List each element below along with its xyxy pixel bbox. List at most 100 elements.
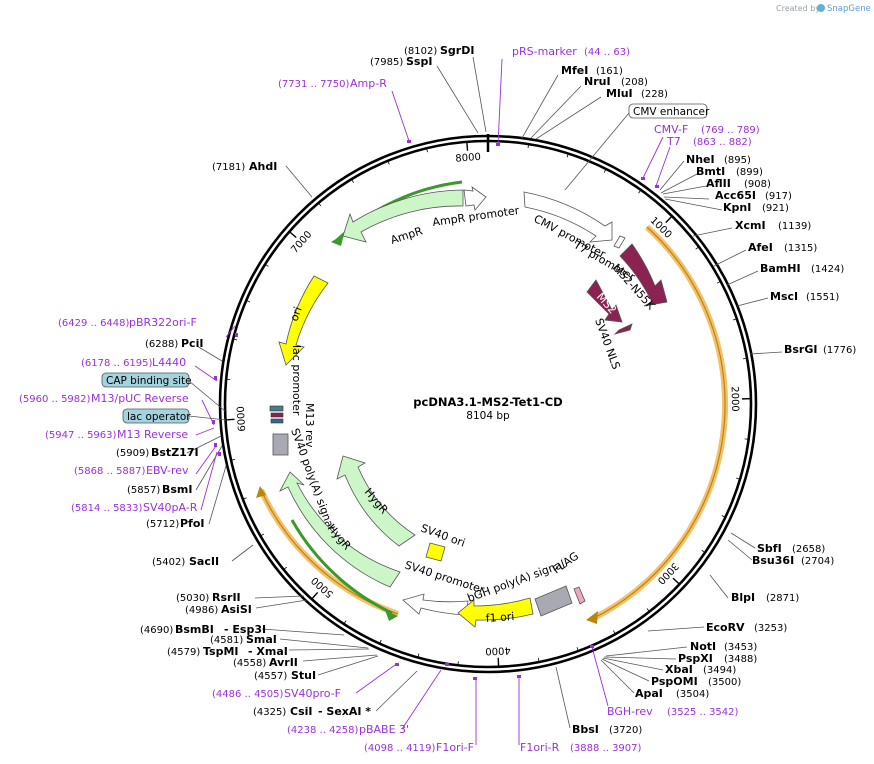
lac-operator-badge[interactable]: lac operator [122,408,191,424]
svg-text:(4579): (4579) [167,647,200,658]
svg-text:(4986): (4986) [185,605,218,616]
ampr-promoter-arrow[interactable] [463,186,487,211]
svg-text:pBABE 3': pBABE 3' [359,723,409,736]
svg-text:PciI: PciI [181,337,203,350]
ms2-arrow[interactable] [586,279,623,323]
cmv-enhancer-badge[interactable]: CMV enhancer [628,103,710,119]
svg-text:CMV enhancer: CMV enhancer [633,106,710,118]
svg-text:(6288): (6288) [145,339,178,350]
svg-text:BsrGI: BsrGI [784,343,817,356]
m13-rev-label: M13 rev [303,403,316,448]
cmv-promoter-arrow[interactable] [523,191,613,243]
svg-text:T7: T7 [666,135,681,148]
flag-label: FLAG [550,549,581,576]
minor-tick [638,189,642,194]
svg-text:AhdI: AhdI [249,160,277,173]
svg-text:(3720): (3720) [609,725,642,736]
f1-ori-arrow[interactable] [457,597,534,628]
svg-text:AvrII: AvrII [269,656,298,669]
ori-label: ori [288,305,305,323]
svg-text:(7181): (7181) [212,162,245,173]
sv40-promoter-arrow[interactable] [402,593,469,616]
svg-text:CsiI: CsiI [290,705,312,718]
lac-promoter-box[interactable] [269,405,284,412]
snapgene-logo-icon [817,4,825,12]
svg-text:SacII: SacII [189,555,219,568]
svg-text:SV40pro-F: SV40pro-F [284,687,341,700]
minor-tick [695,246,700,250]
svg-text:(4325): (4325) [253,707,286,718]
svg-text:(2704): (2704) [801,556,834,567]
svg-text:(8102): (8102) [404,46,437,57]
svg-text:(899): (899) [736,167,763,178]
minor-tick [646,608,650,612]
m13-rev-box[interactable] [270,412,284,418]
svg-text:L4440: L4440 [152,356,186,369]
green-line-top-head [331,234,344,246]
svg-text:EcoRV: EcoRV [706,621,745,634]
svg-text:RsrII: RsrII [212,591,241,604]
cap-binding-site-badge[interactable]: CAP binding site [101,372,192,388]
svg-text:SspI: SspI [406,55,432,68]
hygr-inner-arrow[interactable] [336,455,416,547]
svg-text:(3253): (3253) [754,623,787,634]
lac-operator-box[interactable] [270,418,284,424]
svg-text:(7731 .. 7750): (7731 .. 7750) [278,79,350,90]
svg-text:lac operator: lac operator [127,411,191,423]
ampr-arrow[interactable] [342,189,464,243]
svg-text:(2871): (2871) [766,593,799,604]
svg-text:(4558): (4558) [233,658,266,669]
sv40-polya-left-box[interactable] [272,433,289,456]
primer-labels: pRS-marker (44 .. 63) (7731 .. 7750) Amp… [19,45,760,754]
svg-text:SbfI: SbfI [757,542,782,555]
svg-text:pBR322ori-F: pBR322ori-F [129,316,197,329]
svg-text:(921): (921) [762,203,789,214]
svg-text:(228): (228) [641,89,668,100]
svg-text:BmtI: BmtI [696,165,725,178]
primer-markers [212,140,659,680]
ms2-n55k-arrow[interactable] [619,243,668,307]
enzyme-leaders [186,56,783,729]
tick-label-4000: 4000 [485,644,511,656]
svg-text:(3500): (3500) [708,677,741,688]
svg-text:AflII: AflII [706,177,731,190]
bgh-polya-box[interactable] [534,585,573,617]
svg-text:NotI: NotI [690,640,716,653]
hygr-outer-arrow[interactable] [279,471,401,588]
svg-text:SmaI: SmaI [246,633,277,646]
svg-text:CAP binding site: CAP binding site [106,375,192,387]
sv40-ori-box[interactable] [425,542,446,562]
ampr-label: AmpR [389,224,425,247]
svg-text:(3504): (3504) [676,689,709,700]
svg-text:TspMI: TspMI [203,645,239,658]
minor-tick [351,179,354,183]
t7-promoter-arrow[interactable] [613,235,626,249]
svg-text:M13 Reverse: M13 Reverse [117,428,188,441]
svg-text:BamHI: BamHI [760,262,801,275]
svg-text:(863 .. 882): (863 .. 882) [693,137,752,148]
svg-text:(4238 .. 4258): (4238 .. 4258) [287,725,359,736]
svg-text:KpnI: KpnI [723,201,751,214]
svg-text:(5030): (5030) [176,593,209,604]
svg-text:MscI: MscI [770,290,798,303]
ori-arrow[interactable] [278,275,329,366]
svg-text:MfeI: MfeI [561,64,588,77]
svg-text:(5712): (5712) [146,519,179,530]
minor-tick [732,318,737,321]
major-tick [466,141,469,151]
svg-text:(161): (161) [596,66,623,77]
flag-box[interactable] [573,586,586,605]
svg-text:BsmBI: BsmBI [175,623,214,636]
svg-text:BGH-rev: BGH-rev [607,705,653,718]
minor-tick [701,549,706,553]
major-tick [225,418,235,421]
minor-tick [417,653,420,658]
green-line-bottom [290,519,393,615]
svg-text:(4581): (4581) [210,635,243,646]
orange-feature-right-core [591,226,726,620]
lac-operator-leader [188,415,227,421]
orange-arrow-left-head [256,486,266,498]
svg-text:BlpI: BlpI [731,591,755,604]
sv40-nls-arrow[interactable] [613,323,633,335]
